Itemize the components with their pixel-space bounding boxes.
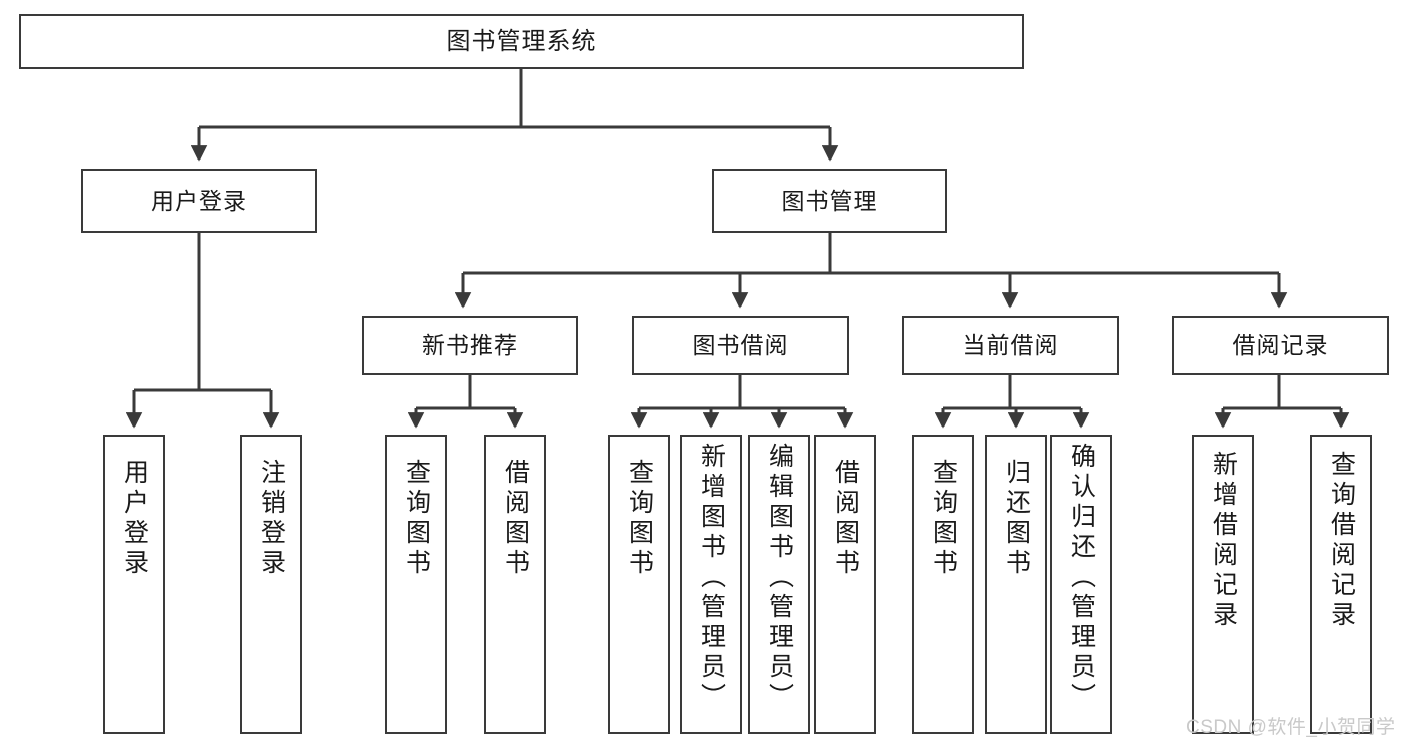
- node-new-book-rec[interactable]: 新书推荐: [362, 316, 578, 375]
- csdn-watermark: CSDN @软件_小贺同学: [1186, 717, 1396, 738]
- node-leaf-bb-edit-label: 编辑图书（管理员）: [765, 443, 794, 713]
- node-leaf-cb-return[interactable]: 归还图书: [985, 435, 1047, 734]
- node-leaf-user-login-label: 用户登录: [120, 459, 149, 579]
- node-leaf-br-add[interactable]: 新增借阅记录: [1192, 435, 1254, 734]
- node-leaf-bb-add-label: 新增图书（管理员）: [697, 443, 726, 713]
- node-leaf-br-query-label: 查询借阅记录: [1327, 451, 1356, 631]
- node-leaf-bb-query-label: 查询图书: [625, 459, 654, 579]
- node-borrow-record[interactable]: 借阅记录: [1172, 316, 1389, 375]
- node-leaf-user-logout-label: 注销登录: [257, 459, 286, 579]
- node-leaf-cb-query[interactable]: 查询图书: [912, 435, 974, 734]
- node-leaf-rec-query-label: 查询图书: [402, 459, 431, 579]
- node-book-manage-label: 图书管理: [781, 187, 878, 214]
- node-leaf-bb-query[interactable]: 查询图书: [608, 435, 670, 734]
- node-root[interactable]: 图书管理系统: [19, 14, 1024, 69]
- node-leaf-cb-query-label: 查询图书: [929, 459, 958, 579]
- node-user-login[interactable]: 用户登录: [81, 169, 317, 233]
- node-leaf-cb-return-label: 归还图书: [1002, 459, 1031, 579]
- node-leaf-cb-confirm-label: 确认归还（管理员）: [1067, 443, 1096, 713]
- node-leaf-bb-add[interactable]: 新增图书（管理员）: [680, 435, 742, 734]
- node-leaf-rec-borrow-label: 借阅图书: [501, 459, 530, 579]
- node-book-borrow[interactable]: 图书借阅: [632, 316, 849, 375]
- node-leaf-rec-borrow[interactable]: 借阅图书: [484, 435, 546, 734]
- node-current-borrow[interactable]: 当前借阅: [902, 316, 1119, 375]
- node-leaf-bb-edit[interactable]: 编辑图书（管理员）: [748, 435, 810, 734]
- node-leaf-br-add-label: 新增借阅记录: [1209, 451, 1238, 631]
- node-book-manage[interactable]: 图书管理: [712, 169, 947, 233]
- node-current-borrow-label: 当前借阅: [962, 332, 1059, 359]
- node-leaf-br-query[interactable]: 查询借阅记录: [1310, 435, 1372, 734]
- node-book-borrow-label: 图书借阅: [692, 332, 789, 359]
- node-leaf-bb-borrow[interactable]: 借阅图书: [814, 435, 876, 734]
- node-leaf-user-logout[interactable]: 注销登录: [240, 435, 302, 734]
- node-borrow-record-label: 借阅记录: [1232, 332, 1329, 359]
- node-leaf-bb-borrow-label: 借阅图书: [831, 459, 860, 579]
- node-root-label: 图书管理系统: [446, 27, 597, 55]
- node-new-book-rec-label: 新书推荐: [422, 332, 518, 359]
- node-leaf-cb-confirm[interactable]: 确认归还（管理员）: [1050, 435, 1112, 734]
- node-leaf-user-login[interactable]: 用户登录: [103, 435, 165, 734]
- node-user-login-label: 用户登录: [151, 187, 247, 214]
- node-leaf-rec-query[interactable]: 查询图书: [385, 435, 447, 734]
